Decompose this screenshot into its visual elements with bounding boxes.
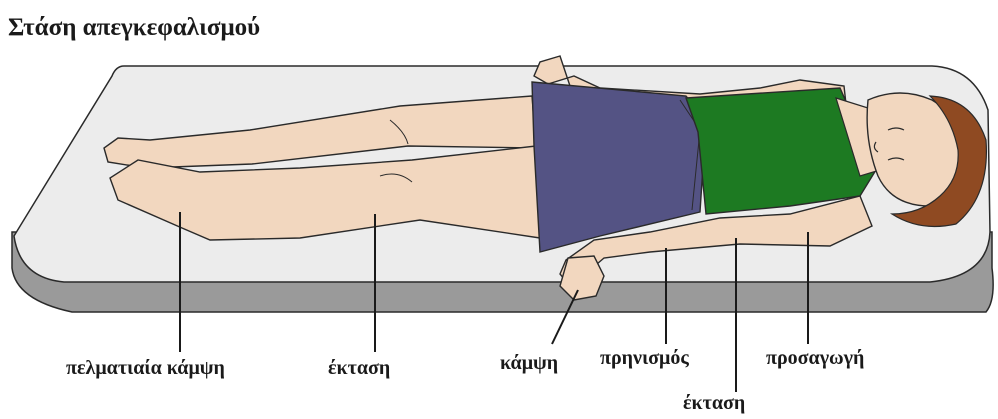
label-adduction: προσαγωγή (766, 347, 864, 370)
label-pronation: πρηνισμός (600, 347, 689, 370)
label-wrist-flexion: κάμψη (500, 352, 558, 375)
label-elbow-extension: έκταση (683, 392, 745, 415)
label-plantar-flexion: πελματιαία κάμψη (66, 357, 225, 380)
label-leg-extension: έκταση (328, 357, 390, 380)
front-hand (560, 256, 604, 300)
